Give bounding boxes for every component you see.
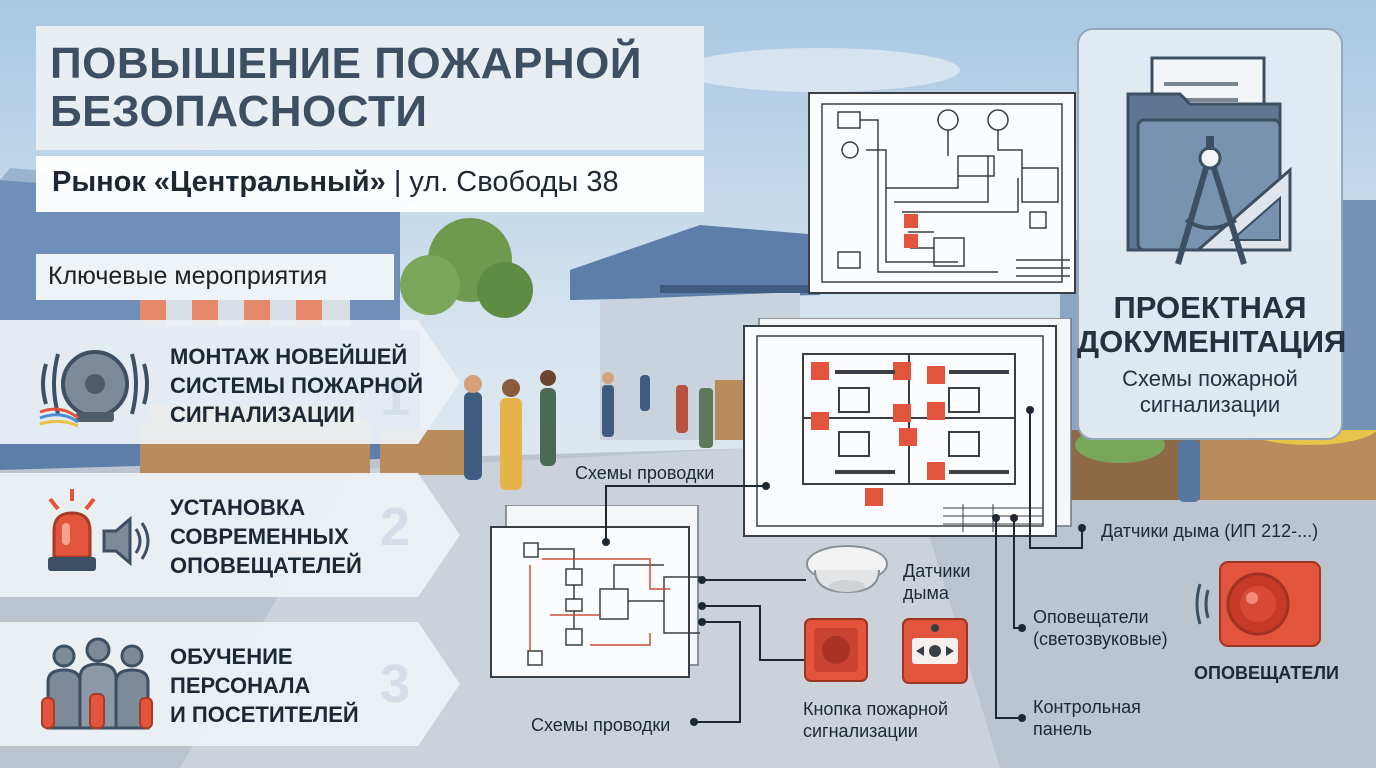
sounders-label-line: (светозвуковые): [1033, 629, 1168, 649]
measure-text: ОБУЧЕНИЕ ПЕРСОНАЛА И ПОСЕТИТЕЛЕЙ: [170, 642, 359, 729]
measure-line: УСТАНОВКА: [170, 495, 306, 520]
measure-item-1: 1 МОНТАЖ НОВЕЙШЕЙ СИСТЕМЫ ПОЖАРНОЙ СИГНА…: [0, 320, 460, 444]
page-subtitle: Рынок «Центральный» | ул. Свободы 38: [52, 166, 619, 199]
sounders-label-line: Оповещатели: [1033, 607, 1149, 627]
smoke-sensors-label: Датчики дыма (ИП 212-...): [1101, 521, 1319, 541]
measure-text: МОНТАЖ НОВЕЙШЕЙ СИСТЕМЫ ПОЖАРНОЙ СИГНАЛИ…: [170, 342, 423, 429]
sounders-label: Оповещатели (светозвуковые): [1033, 606, 1168, 650]
subtitle-panel: [36, 156, 704, 212]
page-title: ПОВЫШЕНИЕ ПОЖАРНОЙ БЕЗОПАСНОСТИ: [50, 40, 642, 136]
documentation-title: ПРОЕКТНАЯ ДОКУМЕНІТАЦИЯ: [1077, 290, 1347, 359]
documentation-title-line: ДОКУМЕНІТАЦИЯ: [1077, 324, 1347, 359]
smoke-detector-label-line: Датчики: [903, 561, 971, 581]
control-panel-label-line: панель: [1033, 719, 1092, 739]
folder-compass-icon: [1126, 56, 1292, 265]
siren-speaker-icon: [48, 489, 150, 571]
measure-item-3: 3 ОБУЧЕНИЕ ПЕРСОНАЛА И ПОСЕТИТЕЛЕЙ: [0, 622, 460, 746]
title-line-2: БЕЗОПАСНОСТИ: [50, 87, 428, 136]
smoke-detector-icon: [806, 545, 888, 594]
measure-line: И ПОСЕТИТЕЛЕЙ: [170, 702, 359, 727]
title-line-1: ПОВЫШЕНИЕ ПОЖАРНОЙ: [50, 39, 643, 88]
documentation-title-line: ПРОЕКТНАЯ: [1113, 290, 1307, 325]
measure-line: МОНТАЖ НОВЕЙШЕЙ: [170, 344, 408, 369]
measure-item-2: 2 УСТАНОВКА СОВРЕМЕННЫХ ОПОВЕЩАТЕЛЕЙ: [0, 473, 460, 597]
alarm-button-label-line: сигнализации: [803, 721, 918, 741]
documentation-subtitle-line: сигнализации: [1139, 392, 1281, 417]
fire-bell-icon: [39, 350, 149, 428]
section-label: Ключевые мероприятия: [48, 262, 328, 290]
measure-line: СИГНАЛИЗАЦИИ: [170, 402, 355, 427]
measure-line: СИСТЕМЫ ПОЖАРНОЙ: [170, 373, 424, 398]
documentation-subtitle: Схемы пожарной сигнализации: [1077, 366, 1343, 418]
sounder-icon: [1195, 561, 1321, 647]
alarm-button-icon: [804, 618, 868, 682]
wiring-diagram-label-top: Схемы проводки: [575, 463, 715, 483]
measure-item-background: 1: [0, 320, 460, 444]
section-tag: [36, 254, 394, 300]
title-panel: [36, 26, 704, 150]
blueprint-floorplan: [743, 318, 1072, 537]
documentation-subtitle-line: Схемы пожарной: [1122, 366, 1298, 391]
measure-number: 2: [380, 497, 410, 557]
measure-line: ПЕРСОНАЛА: [170, 673, 311, 698]
sounder-label: ОПОВЕЩАТЕЛИ: [1194, 663, 1339, 683]
smoke-detector-label-line: дыма: [903, 583, 949, 603]
blueprint-top: [808, 92, 1076, 294]
measure-number: 3: [380, 654, 410, 714]
measure-line: ОБУЧЕНИЕ: [170, 644, 293, 669]
blueprint-wiring: [490, 505, 700, 678]
control-panel-label-line: Контрольная: [1033, 697, 1141, 717]
market-name: Рынок «Центральный»: [52, 166, 386, 198]
smoke-detector-label: Датчики дыма: [903, 560, 970, 604]
control-panel-label: Контрольная панель: [1033, 696, 1141, 740]
alarm-button-label: Кнопка пожарной сигнализации: [803, 698, 948, 742]
measure-line: ОПОВЕЩАТЕЛЕЙ: [170, 553, 362, 578]
measure-text: УСТАНОВКА СОВРЕМЕННЫХ ОПОВЕЩАТЕЛЕЙ: [170, 493, 362, 580]
people-extinguishers-icon: [41, 637, 153, 730]
alarm-button-label-line: Кнопка пожарной: [803, 699, 949, 719]
wiring-diagram-label-bottom: Схемы проводки: [531, 715, 671, 735]
measure-number: 1: [380, 367, 410, 427]
market-address: | ул. Свободы 38: [385, 166, 619, 198]
measure-item-background: 2: [0, 473, 460, 597]
manual-call-point-icon: [902, 618, 968, 684]
measure-line: СОВРЕМЕННЫХ: [170, 524, 349, 549]
